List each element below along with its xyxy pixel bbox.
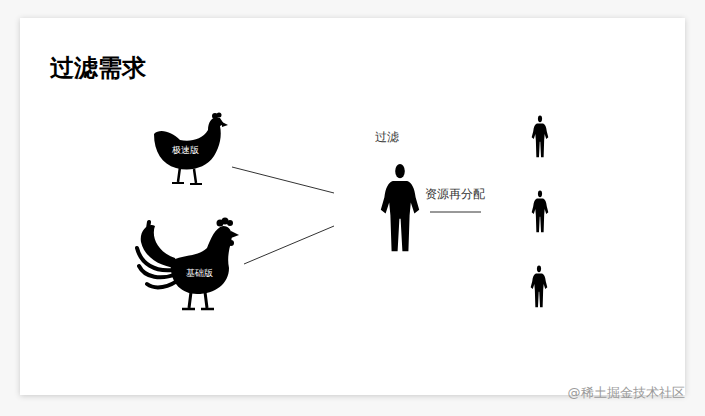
person-figure xyxy=(532,190,549,232)
silhouette xyxy=(135,218,240,313)
person-node: 过滤 xyxy=(334,125,440,255)
annotation: 资源再分配 xyxy=(425,186,485,203)
person-figure xyxy=(531,265,548,307)
underline xyxy=(430,212,481,213)
node-label: 极速版 xyxy=(172,145,199,156)
slide-title: 过滤需求 xyxy=(50,56,146,80)
watermark: @稀土掘金技术社区 xyxy=(568,384,685,402)
connector-line xyxy=(244,226,334,264)
node-label: 基础版 xyxy=(186,268,213,279)
rooster-silhouette: 基础版 xyxy=(135,218,240,313)
node-label: 过滤 xyxy=(375,130,399,144)
connector-line xyxy=(232,167,334,193)
person-figure xyxy=(532,115,549,157)
hen-silhouette: 极速版 xyxy=(150,112,228,187)
silhouette xyxy=(334,125,440,255)
